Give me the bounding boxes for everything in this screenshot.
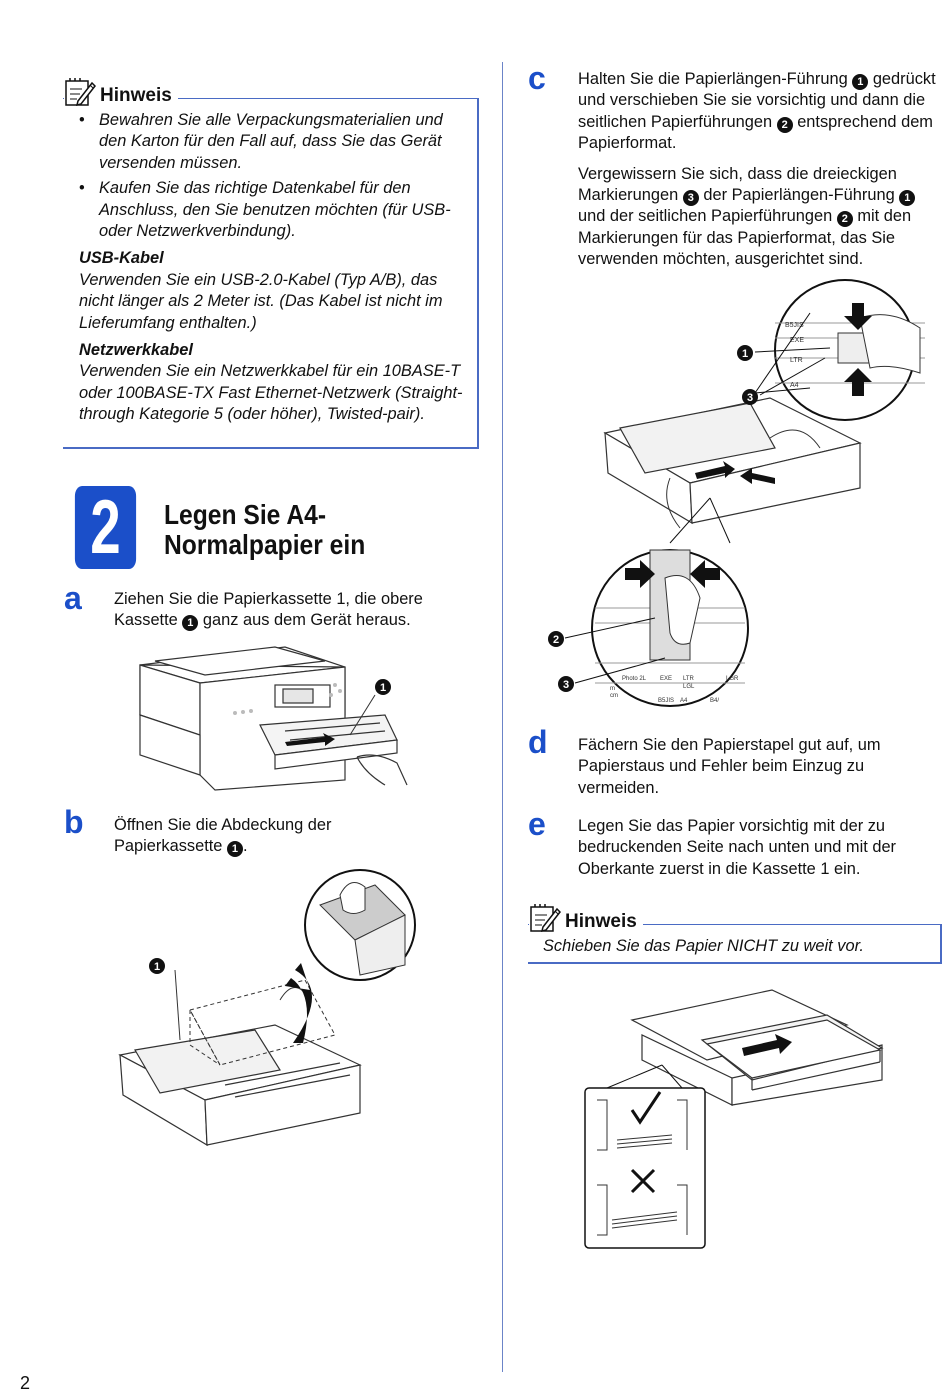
size-mark: B5JIS xyxy=(658,698,674,704)
callout-marker-3: 3 xyxy=(742,389,758,405)
size-mark: cm xyxy=(610,693,618,699)
note-pencil-icon xyxy=(65,78,96,107)
note-content: Bewahren Sie alle Verpackungsmaterialien… xyxy=(79,110,469,426)
text: und der seitlichen Papierführungen xyxy=(578,207,837,226)
callout-marker-2-text: 2 xyxy=(553,634,559,646)
text: entsprechend dem Papierformat. xyxy=(578,112,933,153)
instruction-d: Fächern Sie den Papierstapel gut auf, um… xyxy=(578,736,881,797)
callout-1: 1 xyxy=(182,615,199,632)
step-number: 2 xyxy=(90,485,121,570)
step-number-badge: 2 xyxy=(74,485,137,570)
text: Halten Sie die Papierlängen-Führung xyxy=(578,70,853,88)
size-mark: B5JIS xyxy=(785,322,804,329)
callout-3: 3 xyxy=(682,190,699,207)
note-header: Hinweis xyxy=(64,77,178,107)
page-number: 2 xyxy=(20,1373,31,1393)
callout-1: 1 xyxy=(226,841,243,858)
size-mark: EXE xyxy=(790,337,804,344)
callout-1: 1 xyxy=(852,74,869,90)
paper-insertion-illustration xyxy=(584,989,884,1249)
instruction-b-text: Öffnen Sie die Abdeckung der Papierkasse… xyxy=(114,816,332,856)
size-mark: LTR xyxy=(790,357,803,364)
callout-marker-2: 2 xyxy=(548,631,564,647)
instruction-a-text: Ziehen Sie die Papierkassette 1, die obe… xyxy=(114,590,423,630)
step-letter-a: a xyxy=(64,580,82,616)
callout-marker-1: 1 xyxy=(149,958,165,974)
size-mark: m xyxy=(610,686,615,692)
column-divider xyxy=(502,62,503,1372)
step-letter-e: e xyxy=(528,806,546,842)
note-title: Hinweis xyxy=(100,85,172,106)
note-pencil-icon xyxy=(530,904,561,933)
callout-marker-1-text: 1 xyxy=(154,961,160,973)
step-letter-d: d xyxy=(528,724,548,760)
callout-2: 2 xyxy=(776,116,793,133)
size-mark: LGR xyxy=(726,676,739,682)
callout-1: 1 xyxy=(899,190,916,207)
paper-guides-illustration: B5JIS EXE LTR A4 Photo 2L EXE LTR LGL LG… xyxy=(564,279,925,707)
callout-marker-1-text: 1 xyxy=(380,682,386,694)
cassette-cover-illustration xyxy=(118,869,416,1147)
size-mark: A4 xyxy=(680,698,688,704)
note-header: Hinweis xyxy=(529,903,643,933)
cross-icon xyxy=(630,1168,656,1194)
instruction-b: Öffnen Sie die Abdeckung der Papierkasse… xyxy=(114,815,414,858)
text: mit den Markierungen für das Papierforma… xyxy=(578,207,912,269)
callout-marker-3-text: 3 xyxy=(563,679,569,691)
size-mark: EXE xyxy=(660,676,672,682)
callout-marker-1: 1 xyxy=(737,345,753,361)
instruction-b-text-end: . xyxy=(242,837,248,856)
callout-2: 2 xyxy=(836,211,853,228)
instruction-a: Ziehen Sie die Papierkassette 1, die obe… xyxy=(114,589,474,632)
text: gedrückt und verschieben Sie sie vorsich… xyxy=(578,70,936,131)
note-box xyxy=(63,98,479,449)
note-title: Hinweis xyxy=(565,911,637,932)
instruction-c-paragraph-2: Vergewissern Sie sich, dass die dreiecki… xyxy=(578,164,943,271)
instruction-c-paragraph-1: Halten Sie die Papierlängen-Führung 1 ge… xyxy=(578,69,943,155)
step-letter-b: b xyxy=(64,804,84,840)
note-box xyxy=(528,924,942,964)
callout-marker-1-text: 1 xyxy=(742,348,748,360)
callout-marker-3: 3 xyxy=(558,676,574,692)
usb-heading: USB-Kabel xyxy=(79,249,164,268)
note-content: Schieben Sie das Papier NICHT zu weit vo… xyxy=(543,937,864,955)
network-heading: Netzwerkkabel xyxy=(79,341,193,360)
step-letter-c: c xyxy=(528,60,546,96)
size-mark: LGL xyxy=(683,684,695,690)
text: Vergewissern Sie sich, dass die dreiecki… xyxy=(578,164,897,205)
size-mark: LTR xyxy=(683,676,695,682)
note-bullet: Kaufen Sie das richtige Datenkabel für d… xyxy=(79,178,469,242)
size-mark: A4 xyxy=(790,382,799,389)
note-bullet: Bewahren Sie alle Verpackungsmaterialien… xyxy=(79,110,469,174)
instruction-e: Legen Sie das Papier vorsichtig mit der … xyxy=(578,817,897,878)
size-mark: Photo 2L xyxy=(622,676,647,682)
instruction-a-text-end: ganz aus dem Gerät heraus. xyxy=(198,611,411,630)
usb-text: Verwenden Sie ein USB-2.0-Kabel (Typ A/B… xyxy=(79,270,443,332)
callout-marker-1: 1 xyxy=(375,679,391,695)
printer-illustration xyxy=(139,646,408,791)
instruction-c: Halten Sie die Papierlängen-Führung 1 ge… xyxy=(578,69,943,280)
size-mark: B4/ xyxy=(710,698,719,704)
network-text: Verwenden Sie ein Netzwerkkabel für ein … xyxy=(79,362,463,424)
text: der Papierlängen-Führung xyxy=(698,186,900,205)
callout-marker-3-text: 3 xyxy=(747,392,753,404)
step-title: Legen Sie A4-Normalpapier ein xyxy=(164,499,366,560)
checkmark-icon xyxy=(630,1091,662,1125)
